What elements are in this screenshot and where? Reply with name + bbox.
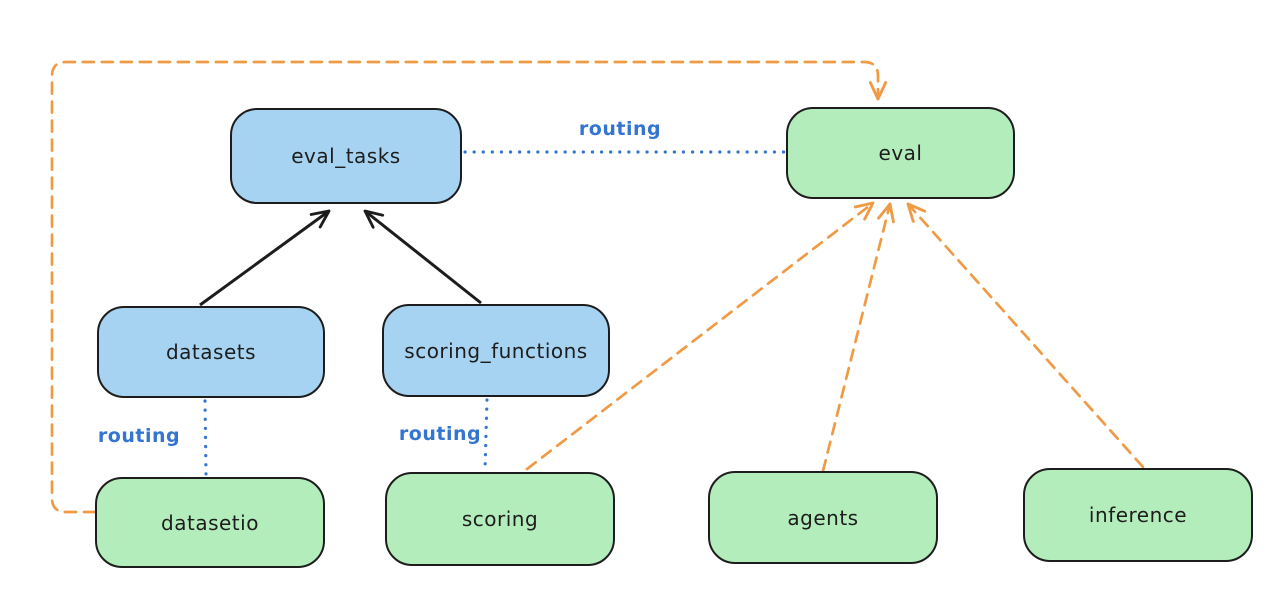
node-scoring: scoring xyxy=(385,472,615,566)
edge-datasetio-to-eval-loop xyxy=(50,60,888,514)
edge-routing-scoring_functions-to-scoring xyxy=(483,398,489,472)
edge-agents-to-eval xyxy=(821,202,895,473)
edge-scoring-to-eval xyxy=(525,201,875,471)
node-eval_tasks-label: eval_tasks xyxy=(291,144,401,168)
node-scoring_functions: scoring_functions xyxy=(382,304,610,397)
node-scoring-label: scoring xyxy=(461,507,539,531)
node-datasetio-label: datasetio xyxy=(161,510,259,535)
node-inference: inference xyxy=(1023,468,1253,562)
node-agents-label: agents xyxy=(787,505,859,530)
node-datasets-label: datasets xyxy=(165,340,257,364)
node-inference-label: inference xyxy=(1088,503,1188,527)
node-datasets: datasets xyxy=(97,306,325,398)
edge-routing-datasets-to-datasetio xyxy=(203,399,208,476)
edge-label-routing-datasets-datasetio: routing xyxy=(97,425,181,447)
edge-label-routing-scoring_functions-scoring: routing xyxy=(398,423,482,445)
edge-datasets-to-eval_tasks xyxy=(199,209,331,307)
edge-inference-to-eval xyxy=(906,202,1145,469)
node-eval_tasks: eval_tasks xyxy=(230,108,462,204)
node-eval: eval xyxy=(786,107,1015,199)
node-agents: agents xyxy=(708,471,938,564)
node-eval-label: eval xyxy=(878,141,923,165)
node-datasetio: datasetio xyxy=(95,477,325,568)
node-scoring_functions-label: scoring_functions xyxy=(404,338,588,363)
edge-label-routing-eval_tasks-eval: routing xyxy=(578,118,662,140)
edge-scoring_functions-to-eval_tasks xyxy=(363,209,482,305)
